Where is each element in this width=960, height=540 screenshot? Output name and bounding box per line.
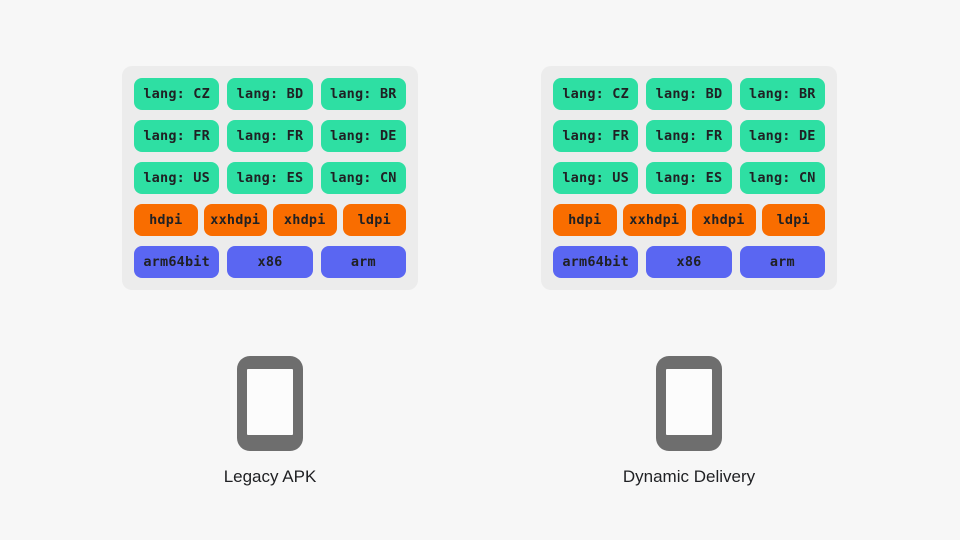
lang-chip: lang: CZ (553, 78, 639, 110)
abi-chip: arm (320, 246, 406, 278)
legacy-apk-label: Legacy APK (223, 467, 317, 486)
lang-chip: lang: BR (320, 78, 406, 110)
lang-chip: lang: CN (320, 162, 406, 194)
lang-chip: lang: DE (320, 120, 406, 152)
abi-chip: arm64bit (553, 246, 639, 278)
lang-chip: lang: CN (739, 162, 825, 194)
lang-chip: lang: FR (553, 120, 639, 152)
phone-screen (666, 369, 712, 435)
lang-chip: lang: US (553, 162, 639, 194)
lang-chip: lang: ES (227, 162, 313, 194)
lang-chip: lang: US (134, 162, 220, 194)
lang-chip: lang: BR (739, 78, 825, 110)
lang-chip: lang: FR (134, 120, 220, 152)
lang-chip: lang: FR (646, 120, 732, 152)
dpi-chip: xxhdpi (622, 204, 686, 236)
lang-chip: lang: DE (739, 120, 825, 152)
dpi-chip: hdpi (134, 204, 198, 236)
dpi-chip: xxhdpi (203, 204, 267, 236)
lang-chip: lang: BD (227, 78, 313, 110)
phone-screen (247, 369, 293, 435)
abi-chip: arm64bit (134, 246, 220, 278)
lang-chip: lang: ES (646, 162, 732, 194)
dynamic-delivery-label: Dynamic Delivery (622, 467, 756, 486)
abi-chip: x86 (646, 246, 732, 278)
lang-chip: lang: BD (646, 78, 732, 110)
phone-icon (656, 356, 722, 451)
dpi-chip: xhdpi (692, 204, 756, 236)
phone-icon (237, 356, 303, 451)
lang-chip: lang: CZ (134, 78, 220, 110)
dpi-chip: xhdpi (273, 204, 337, 236)
abi-chip: x86 (227, 246, 313, 278)
dpi-chip: ldpi (342, 204, 406, 236)
abi-chip: arm (739, 246, 825, 278)
dpi-chip: ldpi (761, 204, 825, 236)
dpi-chip: hdpi (553, 204, 617, 236)
lang-chip: lang: FR (227, 120, 313, 152)
